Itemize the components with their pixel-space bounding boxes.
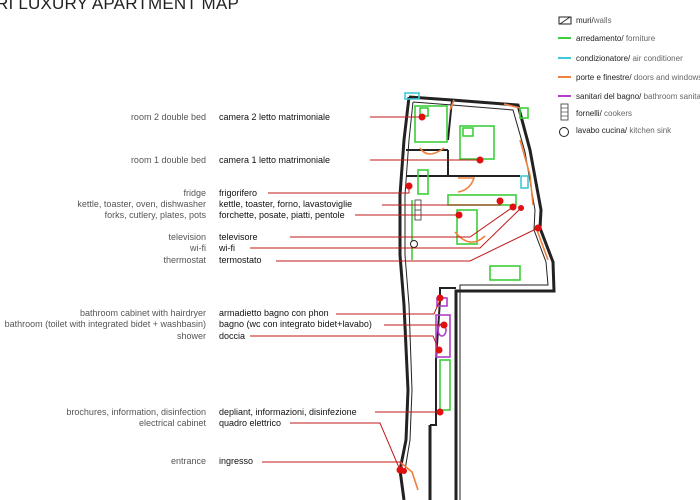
label-en-shower: shower — [176, 331, 206, 341]
label-it-television: televisore — [219, 232, 258, 242]
page-title: RI LUXURY APARTMENT MAP — [0, 0, 239, 13]
label-en-bathroom-cabinet: bathroom cabinet with hairdryer — [79, 308, 206, 318]
cooker-plan-icon — [414, 199, 422, 221]
doors-windows — [399, 99, 549, 491]
legend-item-walls: muri/walls — [576, 16, 612, 25]
label-it-electrical: quadro elettrico — [219, 418, 282, 428]
furniture-line-icon — [558, 37, 571, 39]
bathroom-sanitary-line-icon — [558, 95, 571, 97]
label-it-appliances: kettle, toaster, forno, lavastoviglie — [219, 199, 353, 209]
label-it-fridge: frigorifero — [219, 188, 258, 198]
legend-item-cookers: fornelli/ cookers — [576, 109, 633, 118]
label-en-entrance: entrance — [170, 456, 206, 466]
label-en-wifi: wi-fi — [190, 243, 206, 253]
cooker-icon — [560, 103, 569, 121]
legend-item-bathroom-sanitary: sanitari del bagno/ bathroom sanitary — [576, 92, 700, 101]
legend-item-doors-windows: porte e finestre/ doors and windows — [576, 73, 700, 82]
kitchen-sink-plan-icon — [410, 240, 418, 248]
walls — [398, 95, 556, 500]
label-it-thermostat: termostato — [219, 255, 262, 265]
label-it-shower: doccia — [219, 331, 246, 341]
label-it-wifi: wi-fi — [219, 243, 235, 253]
label-en-electrical: electrical cabinet — [138, 418, 206, 428]
label-en-room1: room 1 double bed — [130, 155, 206, 165]
label-en-bathroom: bathroom (toilet with integrated bidet +… — [4, 319, 206, 329]
label-en-thermostat: thermostat — [163, 255, 206, 265]
label-en-brochures: brochures, information, disinfection — [66, 407, 206, 417]
label-en-fridge: fridge — [183, 188, 206, 198]
kitchen-sink-icon — [559, 127, 569, 137]
label-en-appliances: kettle, toaster, oven, dishwasher — [77, 199, 206, 209]
legend-item-air-conditioner: condizionatore/ air conditioner — [576, 54, 683, 63]
label-it-cutlery: forchette, posate, piatti, pentole — [219, 210, 345, 220]
label-it-room2: camera 2 letto matrimoniale — [219, 112, 331, 122]
label-en-cutlery: forks, cutlery, plates, pots — [104, 210, 206, 220]
wall-swatch-icon — [558, 16, 572, 25]
furniture — [411, 105, 529, 411]
label-it-bathroom: bagno (wc con integrato bidet+lavabo) — [219, 319, 372, 329]
legend-item-kitchen-sink: lavabo cucina/ kitchen sink — [576, 126, 672, 135]
marker-dots — [396, 113, 542, 474]
air-conditioners — [404, 92, 529, 189]
label-it-bathroom-cabinet: armadietto bagno con phon — [219, 308, 329, 318]
label-en-room2: room 2 double bed — [130, 112, 206, 122]
doors-windows-line-icon — [558, 76, 571, 78]
label-en-television: television — [168, 232, 206, 242]
label-it-brochures: depliant, informazioni, disinfezione — [219, 407, 357, 417]
label-it-entrance: ingresso — [219, 456, 254, 466]
label-it-room1: camera 1 letto matrimoniale — [219, 155, 331, 165]
legend-item-furniture: arredamento/ forniture — [576, 34, 656, 43]
air-conditioner-line-icon — [558, 57, 571, 59]
